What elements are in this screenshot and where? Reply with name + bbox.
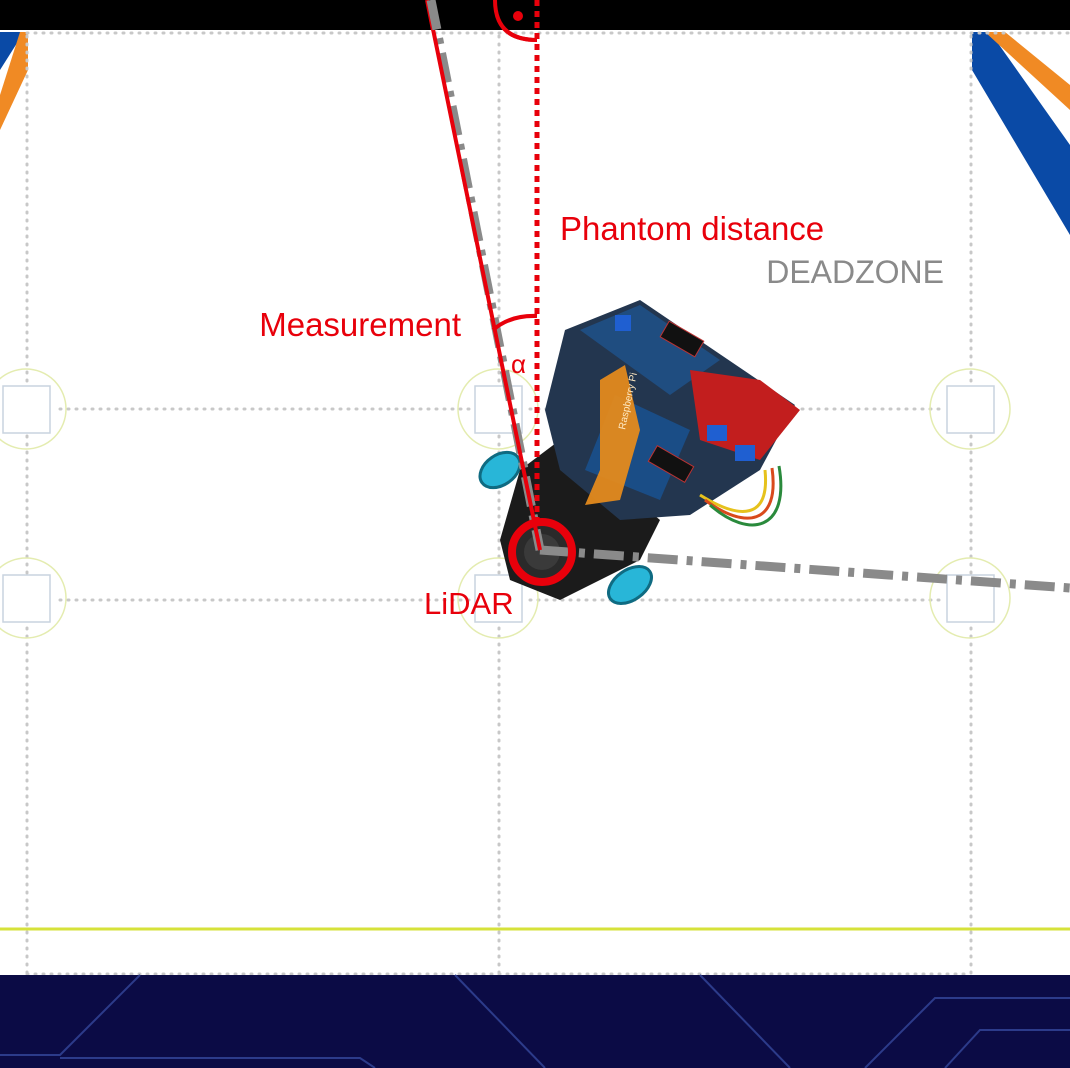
measurement-label: Measurement [259,306,461,343]
left-track-stripes [0,32,28,130]
bottom-panel [0,974,1070,1068]
right-track-stripes [972,32,1070,235]
marker-right-upper [929,368,1011,450]
marker-center-lower [457,557,539,639]
lidar-highlight-circle [508,518,576,586]
phantom-distance-label: Phantom distance [560,210,824,247]
alpha-label: α [511,349,526,379]
deadzone-line-right [539,545,1070,593]
lidar-label: LiDAR [424,586,514,621]
measurement-ray [425,0,542,551]
deadzone-label: DEADZONE [766,254,944,290]
marker-left-upper [0,368,67,450]
alpha-angle-arc [491,313,538,332]
grid-lines [25,31,1070,977]
grid-markers [0,368,1011,639]
marker-left-lower [0,557,67,639]
